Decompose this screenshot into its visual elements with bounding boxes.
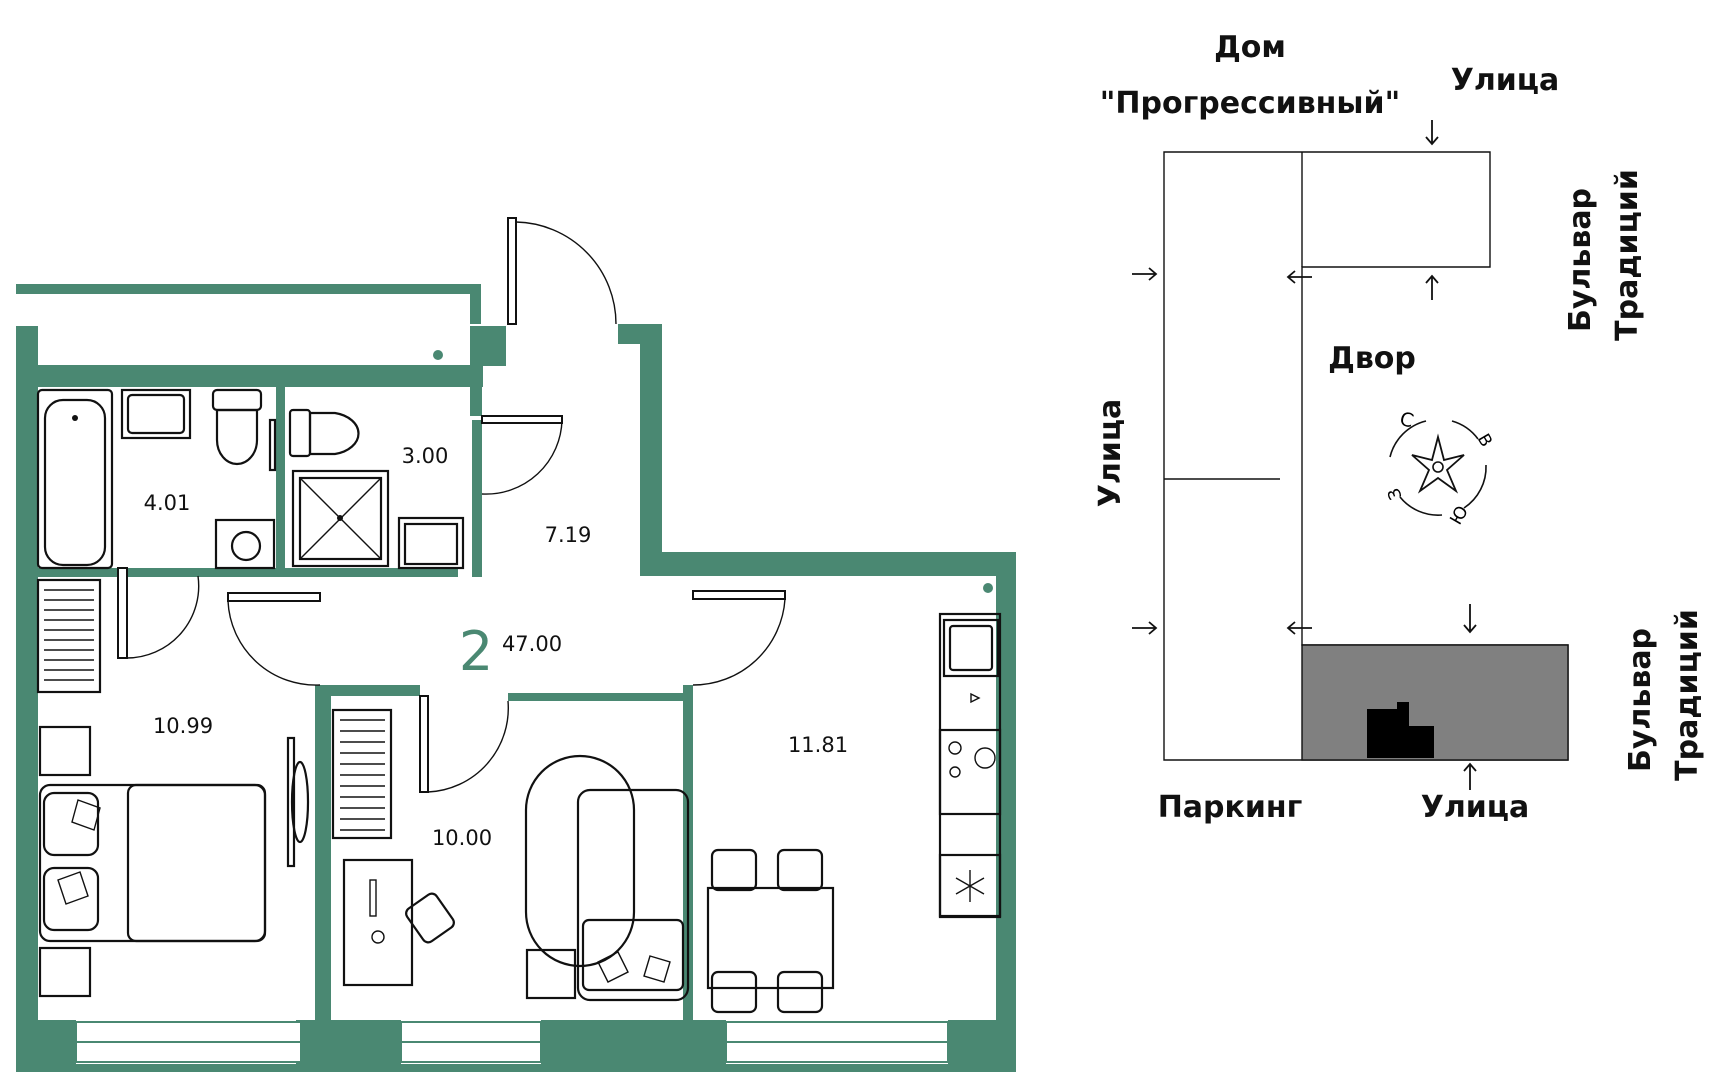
windows [75, 1021, 949, 1063]
exterior-walls [16, 324, 1016, 1072]
boulevard-top-line2: Традиций [1610, 169, 1645, 341]
compass-n: С [1397, 408, 1416, 433]
stove-icon [938, 728, 1002, 816]
balcony-dot [433, 350, 443, 360]
dining-table-icon [706, 848, 835, 1014]
rooms-count: 2 [459, 620, 493, 683]
area-kitchen: 11.81 [788, 733, 848, 757]
radiator-icon [331, 708, 393, 840]
toilet-icon [211, 388, 263, 466]
area-bedroom: 10.99 [153, 714, 213, 738]
towel-rail [268, 418, 277, 472]
ottoman [525, 948, 577, 1000]
street-left: Улица [1093, 399, 1128, 508]
compass-e: В [1473, 430, 1496, 450]
area-bathroom: 4.01 [144, 491, 191, 515]
bed-icon [38, 783, 267, 943]
street-top: Улица [1451, 63, 1560, 98]
building-name-line2: "Прогрессивный" [1100, 86, 1400, 121]
doors [117, 217, 786, 793]
courtyard-label: Двор [1328, 341, 1416, 376]
street-bottom: Улица [1421, 790, 1530, 825]
toilet-icon [288, 408, 360, 458]
fridge [938, 853, 1002, 919]
compass-s: Ю [1446, 503, 1473, 529]
radiator-icon [36, 578, 102, 694]
total-area: 47.00 [502, 632, 562, 656]
tv-stand [286, 736, 310, 868]
nightstand [38, 946, 92, 998]
boulevard-bottom-line1: Бульвар [1623, 628, 1658, 772]
snowflake-icon [955, 870, 985, 902]
kitchen-dot [983, 583, 993, 593]
bathtub-icon [36, 388, 114, 570]
compass-rose-icon [1389, 420, 1487, 516]
office-chair-icon [405, 892, 455, 944]
nightstand [38, 725, 92, 777]
boulevard-top-line1: Бульвар [1563, 188, 1598, 332]
sofa-icon [524, 754, 690, 1002]
interior-walls [38, 385, 693, 1020]
area-shower-room: 3.00 [402, 444, 449, 468]
highlighted-section [1301, 644, 1569, 761]
sink-icon [397, 516, 465, 570]
balcony-rail [16, 284, 481, 294]
building-name-line1: Дом [1214, 30, 1286, 65]
floor-plan: 4.01 3.00 7.19 10.99 10.00 11.81 2 47.00 [16, 217, 1016, 1072]
site-plan: С В Ю З Дом "Прогрессивный" Улица Двор П… [1093, 30, 1705, 825]
washing-machine-icon [214, 518, 276, 570]
shower-icon [291, 469, 390, 568]
parking-label: Паркинг [1158, 790, 1303, 825]
area-room: 10.00 [432, 826, 492, 850]
arrow-icon [1132, 120, 1477, 790]
entrance-mark [1367, 702, 1434, 758]
desk-icon [342, 858, 414, 987]
boulevard-bottom-line2: Традиций [1670, 609, 1705, 781]
balcony-rail [470, 284, 481, 324]
sink-icon [120, 388, 192, 440]
area-hallway: 7.19 [545, 523, 592, 547]
